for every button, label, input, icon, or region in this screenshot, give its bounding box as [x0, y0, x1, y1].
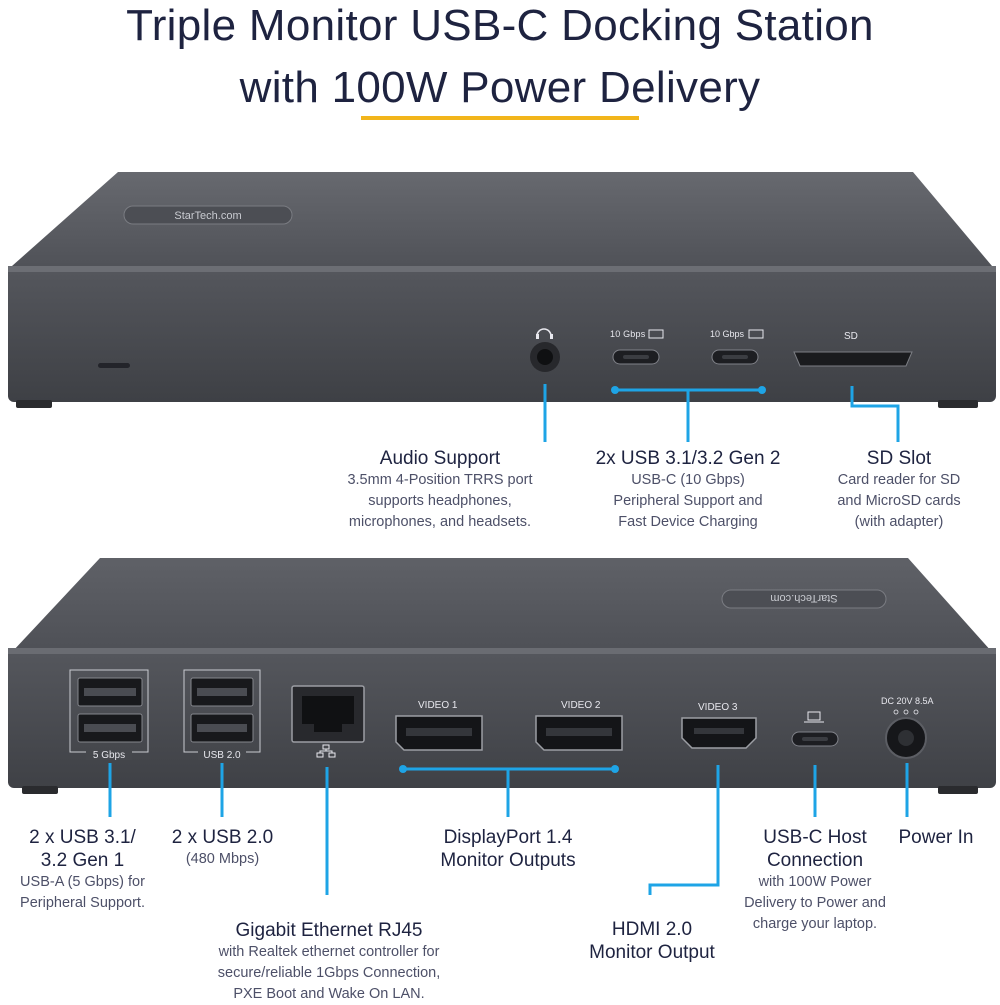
callout-ethernet-line-2: secure/reliable 1Gbps Connection, [217, 965, 441, 981]
callout-audio-heading: Audio Support [379, 448, 501, 469]
callout-usbc-host-line-3: charge your laptop. [752, 916, 878, 932]
callout-sd-line-3: (with adapter) [854, 514, 944, 530]
callout-audio: Audio Support 3.5mm 4-Position TRRS port… [330, 447, 550, 533]
svg-text:10 Gbps: 10 Gbps [710, 329, 745, 339]
callout-usb20-line-1: (480 Mbps) [185, 851, 260, 867]
callout-usbc-host-heading-1: USB-C Host [763, 827, 867, 848]
callout-usbc-line-2: Peripheral Support and [613, 493, 763, 509]
callout-sd-heading: SD Slot [866, 448, 932, 469]
dock-rear-face [8, 648, 996, 788]
callout-power: Power In [880, 826, 992, 849]
front-callout-lines [543, 384, 900, 442]
usb-c-host-port [791, 711, 839, 747]
svg-text:5 Gbps: 5 Gbps [93, 750, 125, 761]
callout-hdmi: HDMI 2.0 Monitor Output [572, 918, 732, 964]
title-line-2: with 100W Power Delivery [239, 63, 761, 112]
displayport-video-2: VIDEO 2 [535, 700, 623, 751]
dock-rear-top-surface [12, 558, 992, 652]
title-underline [361, 116, 639, 120]
callout-usb20-heading: 2 x USB 2.0 [171, 827, 274, 848]
callout-audio-line-3: microphones, and headsets. [348, 514, 532, 530]
callout-audio-line-1: 3.5mm 4-Position TRRS port [347, 472, 533, 488]
callout-usbc-host: USB-C Host Connection with 100W Power De… [730, 826, 900, 935]
svg-text:DC 20V 8.5A: DC 20V 8.5A [881, 696, 934, 706]
power-led [98, 363, 130, 368]
callout-displayport: DisplayPort 1.4 Monitor Outputs [418, 826, 598, 872]
hdmi-video-3: VIDEO 3 [681, 702, 757, 749]
callout-ethernet-heading: Gigabit Ethernet RJ45 [235, 920, 423, 941]
callout-sd: SD Slot Card reader for SD and MicroSD c… [818, 447, 980, 533]
callout-usbc-host-line-1: with 100W Power [758, 874, 872, 890]
dock-top-surface [12, 172, 992, 266]
title-line-1: Triple Monitor USB-C Docking Station [126, 1, 874, 50]
svg-text:USB 2.0: USB 2.0 [203, 750, 241, 761]
callout-ethernet-line-3: PXE Boot and Wake On LAN. [233, 986, 425, 1002]
callout-usbc-host-line-2: Delivery to Power and [744, 895, 886, 911]
callout-usb31-line-2: Peripheral Support. [20, 895, 145, 911]
callout-usbc-front: 2x USB 3.1/3.2 Gen 2 USB-C (10 Gbps) Per… [578, 447, 798, 533]
callout-hdmi-heading-1: HDMI 2.0 [611, 919, 693, 940]
brand-logo-front: StarTech.com [123, 205, 293, 225]
dock-rear-view: StarTech.com 5 Gbps USB 2.0 VIDEO 1 [8, 558, 996, 794]
callout-usb31-heading-1: 2 x USB 3.1/ [29, 827, 136, 848]
ethernet-port [291, 685, 365, 758]
svg-text:VIDEO 3: VIDEO 3 [698, 702, 738, 713]
svg-text:SD: SD [844, 331, 858, 342]
rear-callout-lines [108, 763, 909, 895]
callout-sd-line-1: Card reader for SD [837, 472, 961, 488]
callout-usb31-line-1: USB-A (5 Gbps) for [20, 874, 145, 890]
callout-displayport-heading-2: Monitor Outputs [440, 850, 576, 871]
svg-text:StarTech.com: StarTech.com [174, 210, 241, 222]
callout-usbc-line-1: USB-C (10 Gbps) [631, 472, 745, 488]
dc-power-jack: DC 20V 8.5A [881, 696, 934, 759]
svg-text:StarTech.com: StarTech.com [770, 592, 837, 604]
usb-a-5gbps-ports: 5 Gbps [69, 669, 149, 761]
callout-usb31-heading-2: 3.2 Gen 1 [40, 850, 125, 871]
callout-displayport-heading-1: DisplayPort 1.4 [443, 827, 573, 848]
callout-sd-line-2: and MicroSD cards [837, 493, 961, 509]
callout-usb20: 2 x USB 2.0 (480 Mbps) [160, 826, 285, 870]
sd-card-slot: SD [793, 331, 913, 367]
callout-usbc-line-3: Fast Device Charging [618, 514, 758, 530]
callout-hdmi-heading-2: Monitor Output [589, 942, 715, 963]
callout-usbc-host-heading-2: Connection [766, 850, 864, 871]
displayport-video-1: VIDEO 1 [395, 700, 483, 751]
svg-text:VIDEO 2: VIDEO 2 [561, 700, 601, 711]
dock-front-view: StarTech.com 10 Gbps 10 Gbps SD [8, 172, 996, 408]
callout-usbc-heading: 2x USB 3.1/3.2 Gen 2 [595, 448, 781, 469]
svg-text:VIDEO 1: VIDEO 1 [418, 700, 458, 711]
callout-power-heading: Power In [898, 827, 974, 848]
audio-jack [530, 328, 560, 372]
brand-logo-rear: StarTech.com [721, 589, 887, 609]
callout-usb31: 2 x USB 3.1/ 3.2 Gen 1 USB-A (5 Gbps) fo… [0, 826, 165, 914]
usb-c-port-front-2: 10 Gbps [710, 329, 764, 365]
usb-a-2-0-ports: USB 2.0 [183, 669, 261, 761]
usb-c-port-front-1: 10 Gbps [610, 329, 664, 365]
callout-ethernet-line-1: with Realtek ethernet controller for [218, 944, 440, 960]
svg-text:10 Gbps: 10 Gbps [610, 329, 646, 339]
dock-front-face [8, 266, 996, 402]
callout-ethernet: Gigabit Ethernet RJ45 with Realtek ether… [196, 919, 462, 1005]
callout-audio-line-2: supports headphones, [368, 493, 512, 509]
